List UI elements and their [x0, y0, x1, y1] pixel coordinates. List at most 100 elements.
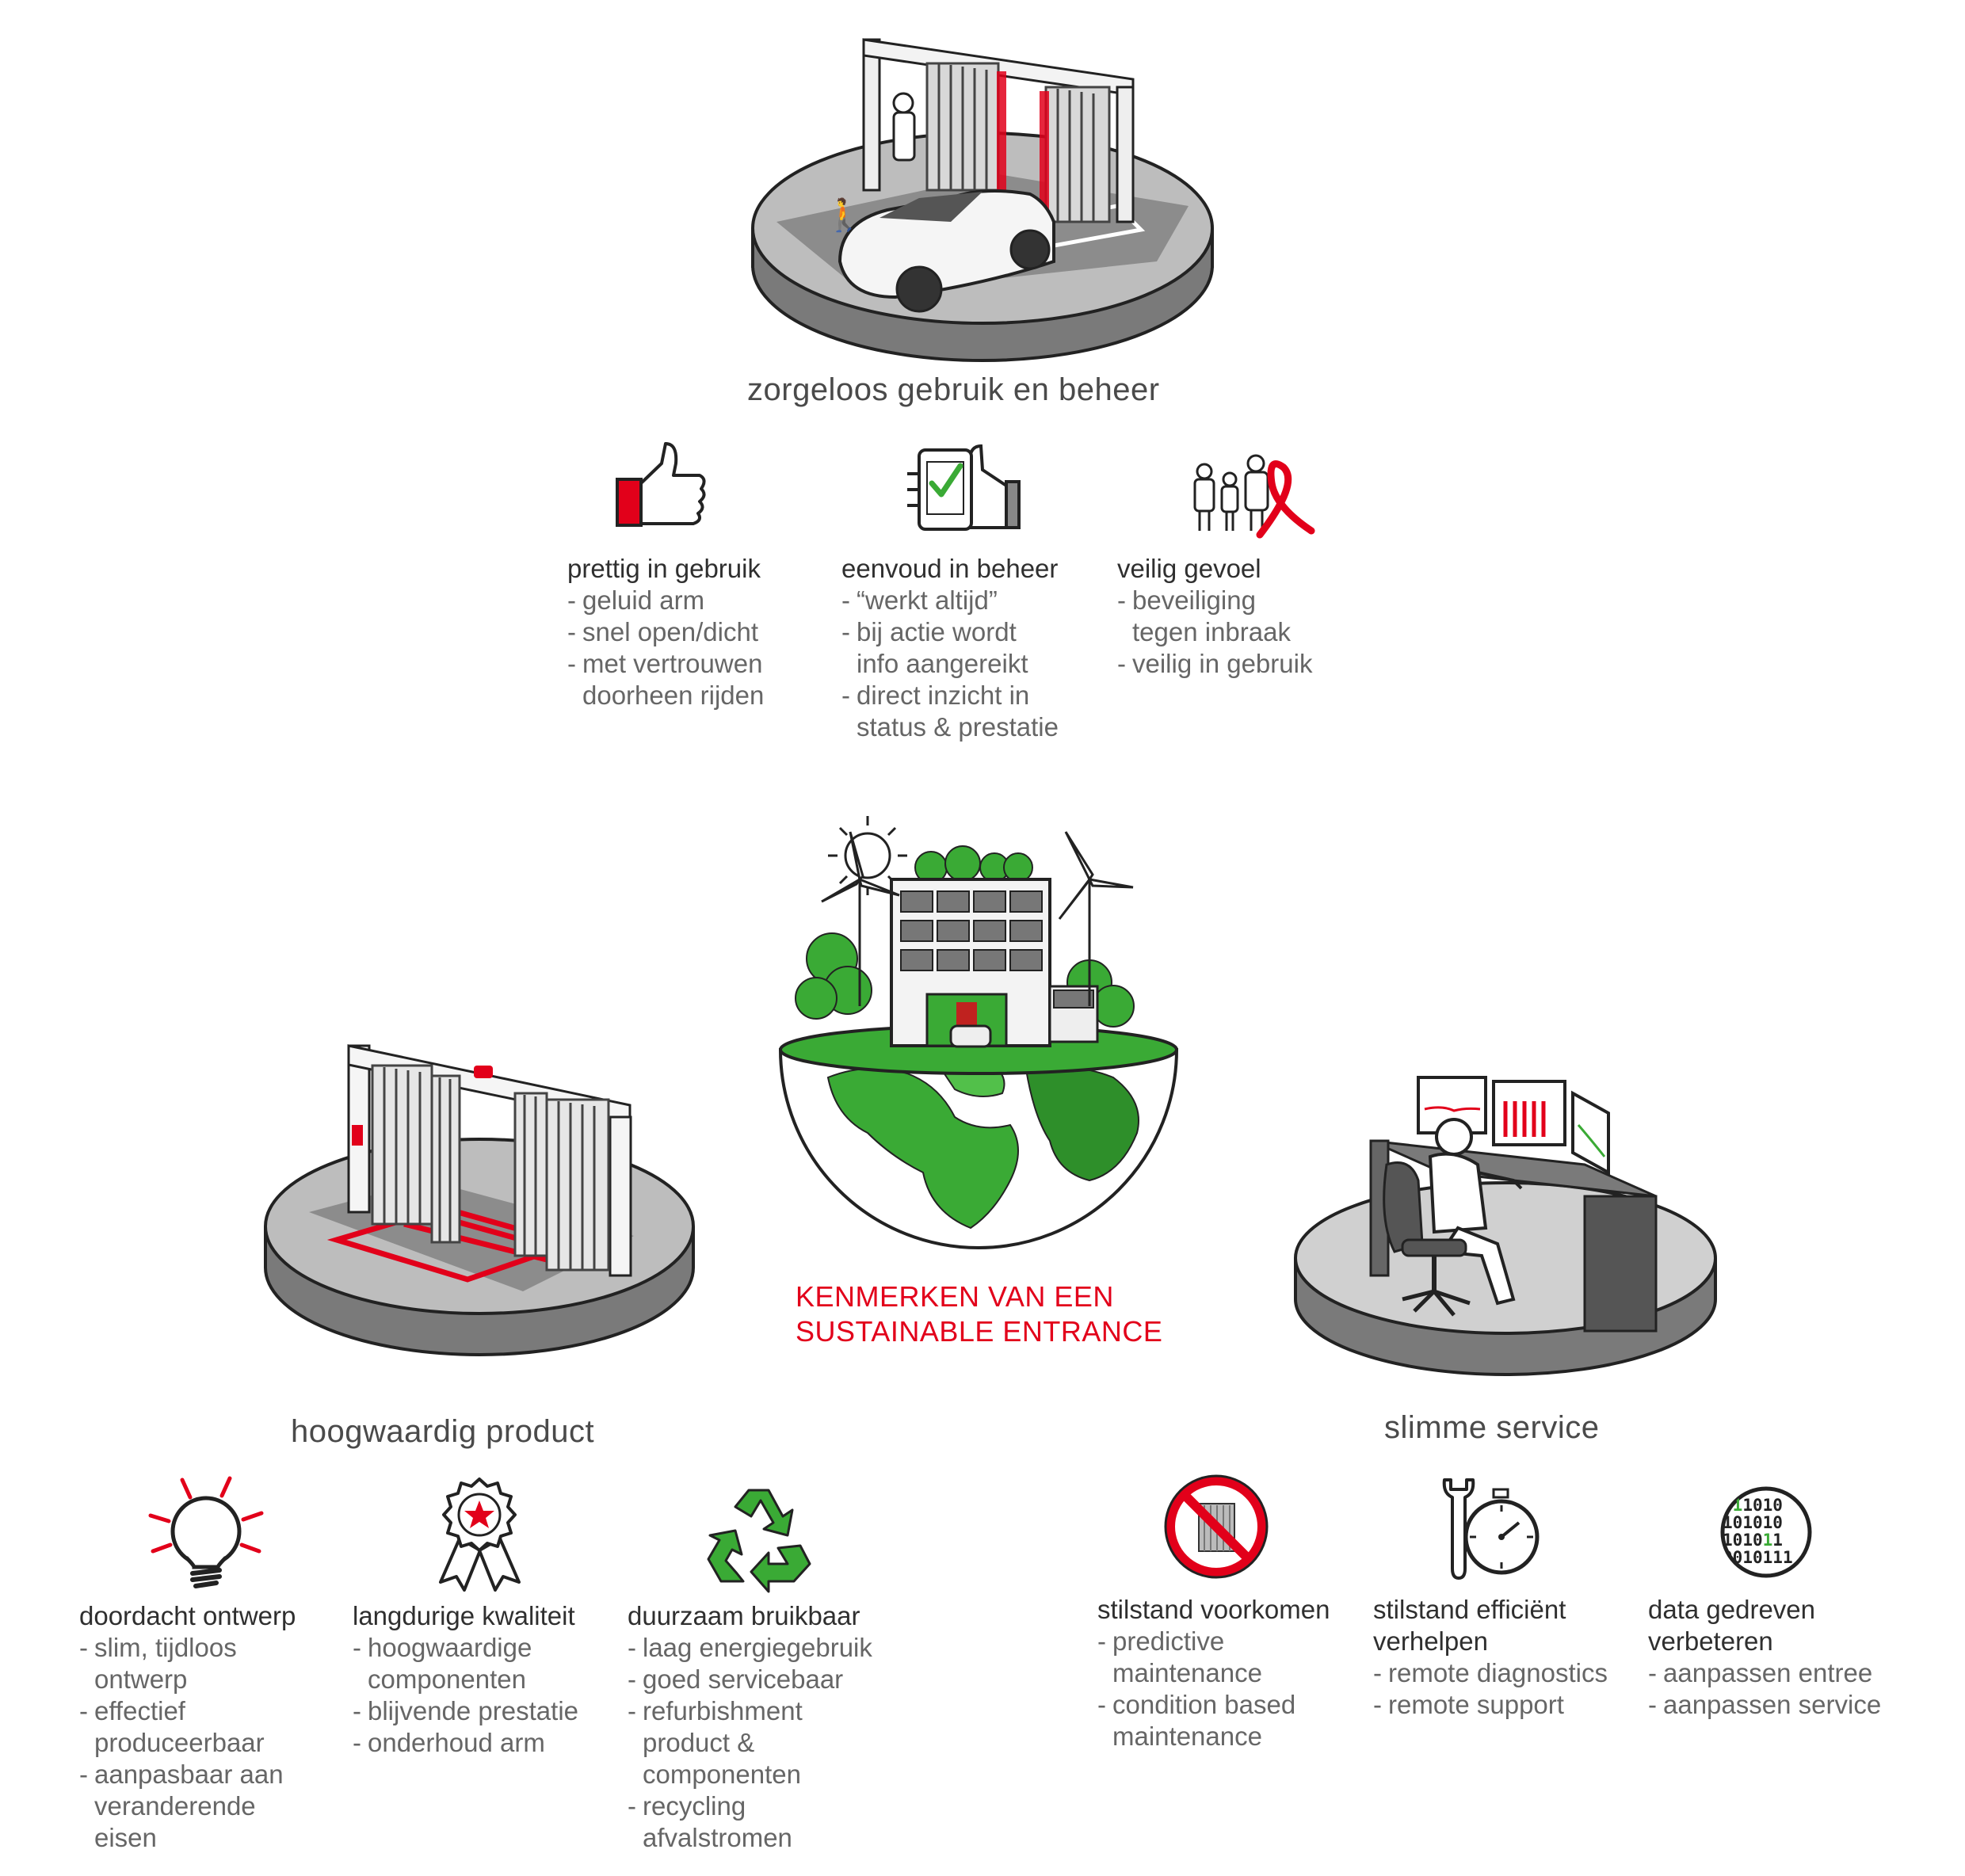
list-item-text: aanpassen service [1663, 1690, 1882, 1719]
list-item: blijvende prestatie [353, 1695, 578, 1727]
list-item-text: produceerbaar [94, 1728, 265, 1757]
feature-list: laag energiegebruik goed servicebaar ref… [628, 1632, 872, 1854]
list-item-text: slim, tijdloos [94, 1633, 237, 1662]
binary-row: 0010111 [1723, 1548, 1793, 1567]
list-item-text: veranderende [94, 1791, 256, 1821]
list-item: effectief produceerbaar [79, 1695, 296, 1759]
service-desk-platform-illustration [1294, 1076, 1717, 1376]
list-item-text: “werkt altijd” [857, 585, 998, 615]
list-item: remote support [1373, 1689, 1608, 1721]
list-item-text: componenten [368, 1664, 526, 1694]
list-item: aanpassen service [1648, 1689, 1881, 1721]
feature-thoughtful-design: doordacht ontwerp slim, tijdloosontwerp … [79, 1600, 296, 1854]
list-item: geluid arm [567, 585, 764, 616]
list-item-text: veilig in gebruik [1132, 649, 1313, 678]
feature-title: eenvoud in beheer [841, 554, 1059, 583]
list-item-text: condition based [1112, 1690, 1296, 1719]
list-item: bij actie wordt info aangereikt [841, 616, 1059, 680]
light-bulb-icon [148, 1476, 264, 1588]
feature-sustainable-usable: duurzaam bruikbaar laag energiegebruik g… [628, 1600, 872, 1854]
thumbs-up-icon [616, 442, 706, 527]
list-item-text: product & [643, 1728, 755, 1757]
feature-title-line1: data gedreven [1648, 1595, 1816, 1624]
feature-title-line2: verhelpen [1373, 1626, 1488, 1656]
list-item-text: met vertrouwen [582, 649, 763, 678]
list-item: condition based maintenance [1097, 1689, 1330, 1752]
list-item-text: aanpassen entree [1663, 1658, 1873, 1687]
right-section-title: slimme service [1384, 1410, 1600, 1445]
feature-title: duurzaam bruikbaar [628, 1601, 860, 1630]
binary-row: 101010 [1723, 1513, 1783, 1532]
list-item-text: remote support [1388, 1690, 1564, 1719]
gate-platform-illustration [264, 1044, 695, 1356]
list-item-text: geluid arm [582, 585, 705, 615]
list-item: goed servicebaar [628, 1664, 872, 1695]
center-caption-line2: SUSTAINABLE ENTRANCE [796, 1315, 1163, 1348]
list-item-text: laag energiegebruik [643, 1633, 872, 1662]
list-item-text: status & prestatie [857, 712, 1059, 742]
feature-title-line1: stilstand efficiënt [1373, 1595, 1566, 1624]
feature-list: geluid arm snel open/dicht met vertrouwe… [567, 585, 764, 711]
feature-list: “werkt altijd” bij actie wordt info aange… [841, 585, 1059, 743]
list-item-text: goed servicebaar [643, 1664, 844, 1694]
list-item-text: blijvende prestatie [368, 1696, 578, 1725]
center-caption: KENMERKEN VAN EEN SUSTAINABLE ENTRANCE [796, 1279, 1162, 1349]
list-item-text: refurbishment [643, 1696, 803, 1725]
list-item-text: maintenance [1112, 1722, 1262, 1751]
wrench-stopwatch-icon [1442, 1478, 1540, 1580]
list-item: veilig in gebruik [1117, 648, 1312, 680]
list-item-text: effectief [94, 1696, 185, 1725]
list-item-text: remote diagnostics [1388, 1658, 1608, 1687]
list-item-text: recycling [643, 1791, 746, 1821]
feature-title: stilstand voorkomen [1097, 1595, 1330, 1624]
list-item-text: doorheen rijden [582, 681, 765, 710]
list-item: aanpassen entree [1648, 1657, 1881, 1689]
list-item: remote diagnostics [1373, 1657, 1608, 1689]
list-item-text: aanpasbaar aan [94, 1760, 284, 1789]
feature-title: veilig gevoel [1117, 554, 1261, 583]
list-item-text: predictive [1112, 1626, 1225, 1656]
family-safety-icon [1193, 454, 1315, 539]
list-item-text: snel open/dicht [582, 617, 758, 646]
feature-efficient-resolution: stilstand efficiënt verhelpen remote dia… [1373, 1594, 1608, 1721]
svg-text:🚶: 🚶 [824, 196, 864, 234]
feature-title: data gedreven verbeteren [1648, 1594, 1881, 1657]
feature-prevent-downtime: stilstand voorkomen predictivemaintenanc… [1097, 1594, 1330, 1752]
list-item-text: info aangereikt [857, 649, 1028, 678]
phone-thumbs-up-icon [907, 444, 1021, 531]
feature-list: aanpassen entree aanpassen service [1648, 1657, 1881, 1721]
list-item: snel open/dicht [567, 616, 764, 648]
list-item-text: direct inzicht in [857, 681, 1030, 710]
list-item-text: hoogwaardige [368, 1633, 532, 1662]
feature-list: remote diagnostics remote support [1373, 1657, 1608, 1721]
sustainable-globe-illustration [778, 816, 1179, 1249]
no-downtime-icon [1164, 1474, 1269, 1579]
list-item: laag energiegebruik [628, 1632, 872, 1664]
feature-title: doordacht ontwerp [79, 1601, 296, 1630]
feature-title: stilstand efficiënt verhelpen [1373, 1594, 1608, 1657]
list-item-text: eisen [94, 1823, 157, 1852]
list-item-text: beveiliging [1132, 585, 1256, 615]
list-item-text: ontwerp [94, 1664, 188, 1694]
list-item: met vertrouwen doorheen rijden [567, 648, 764, 711]
feature-easy-management: eenvoud in beheer “werkt altijd” bij act… [841, 553, 1059, 743]
list-item: onderhoud arm [353, 1727, 578, 1759]
binary-row: 101011 [1723, 1531, 1783, 1550]
feature-data-driven: data gedreven verbeteren aanpassen entre… [1648, 1594, 1881, 1721]
list-item-text: tegen inbraak [1132, 617, 1291, 646]
list-item-text: bij actie wordt [857, 617, 1017, 646]
feature-title: prettig in gebruik [567, 554, 761, 583]
feature-pleasant-use: prettig in gebruik geluid arm snel open/… [567, 553, 764, 711]
